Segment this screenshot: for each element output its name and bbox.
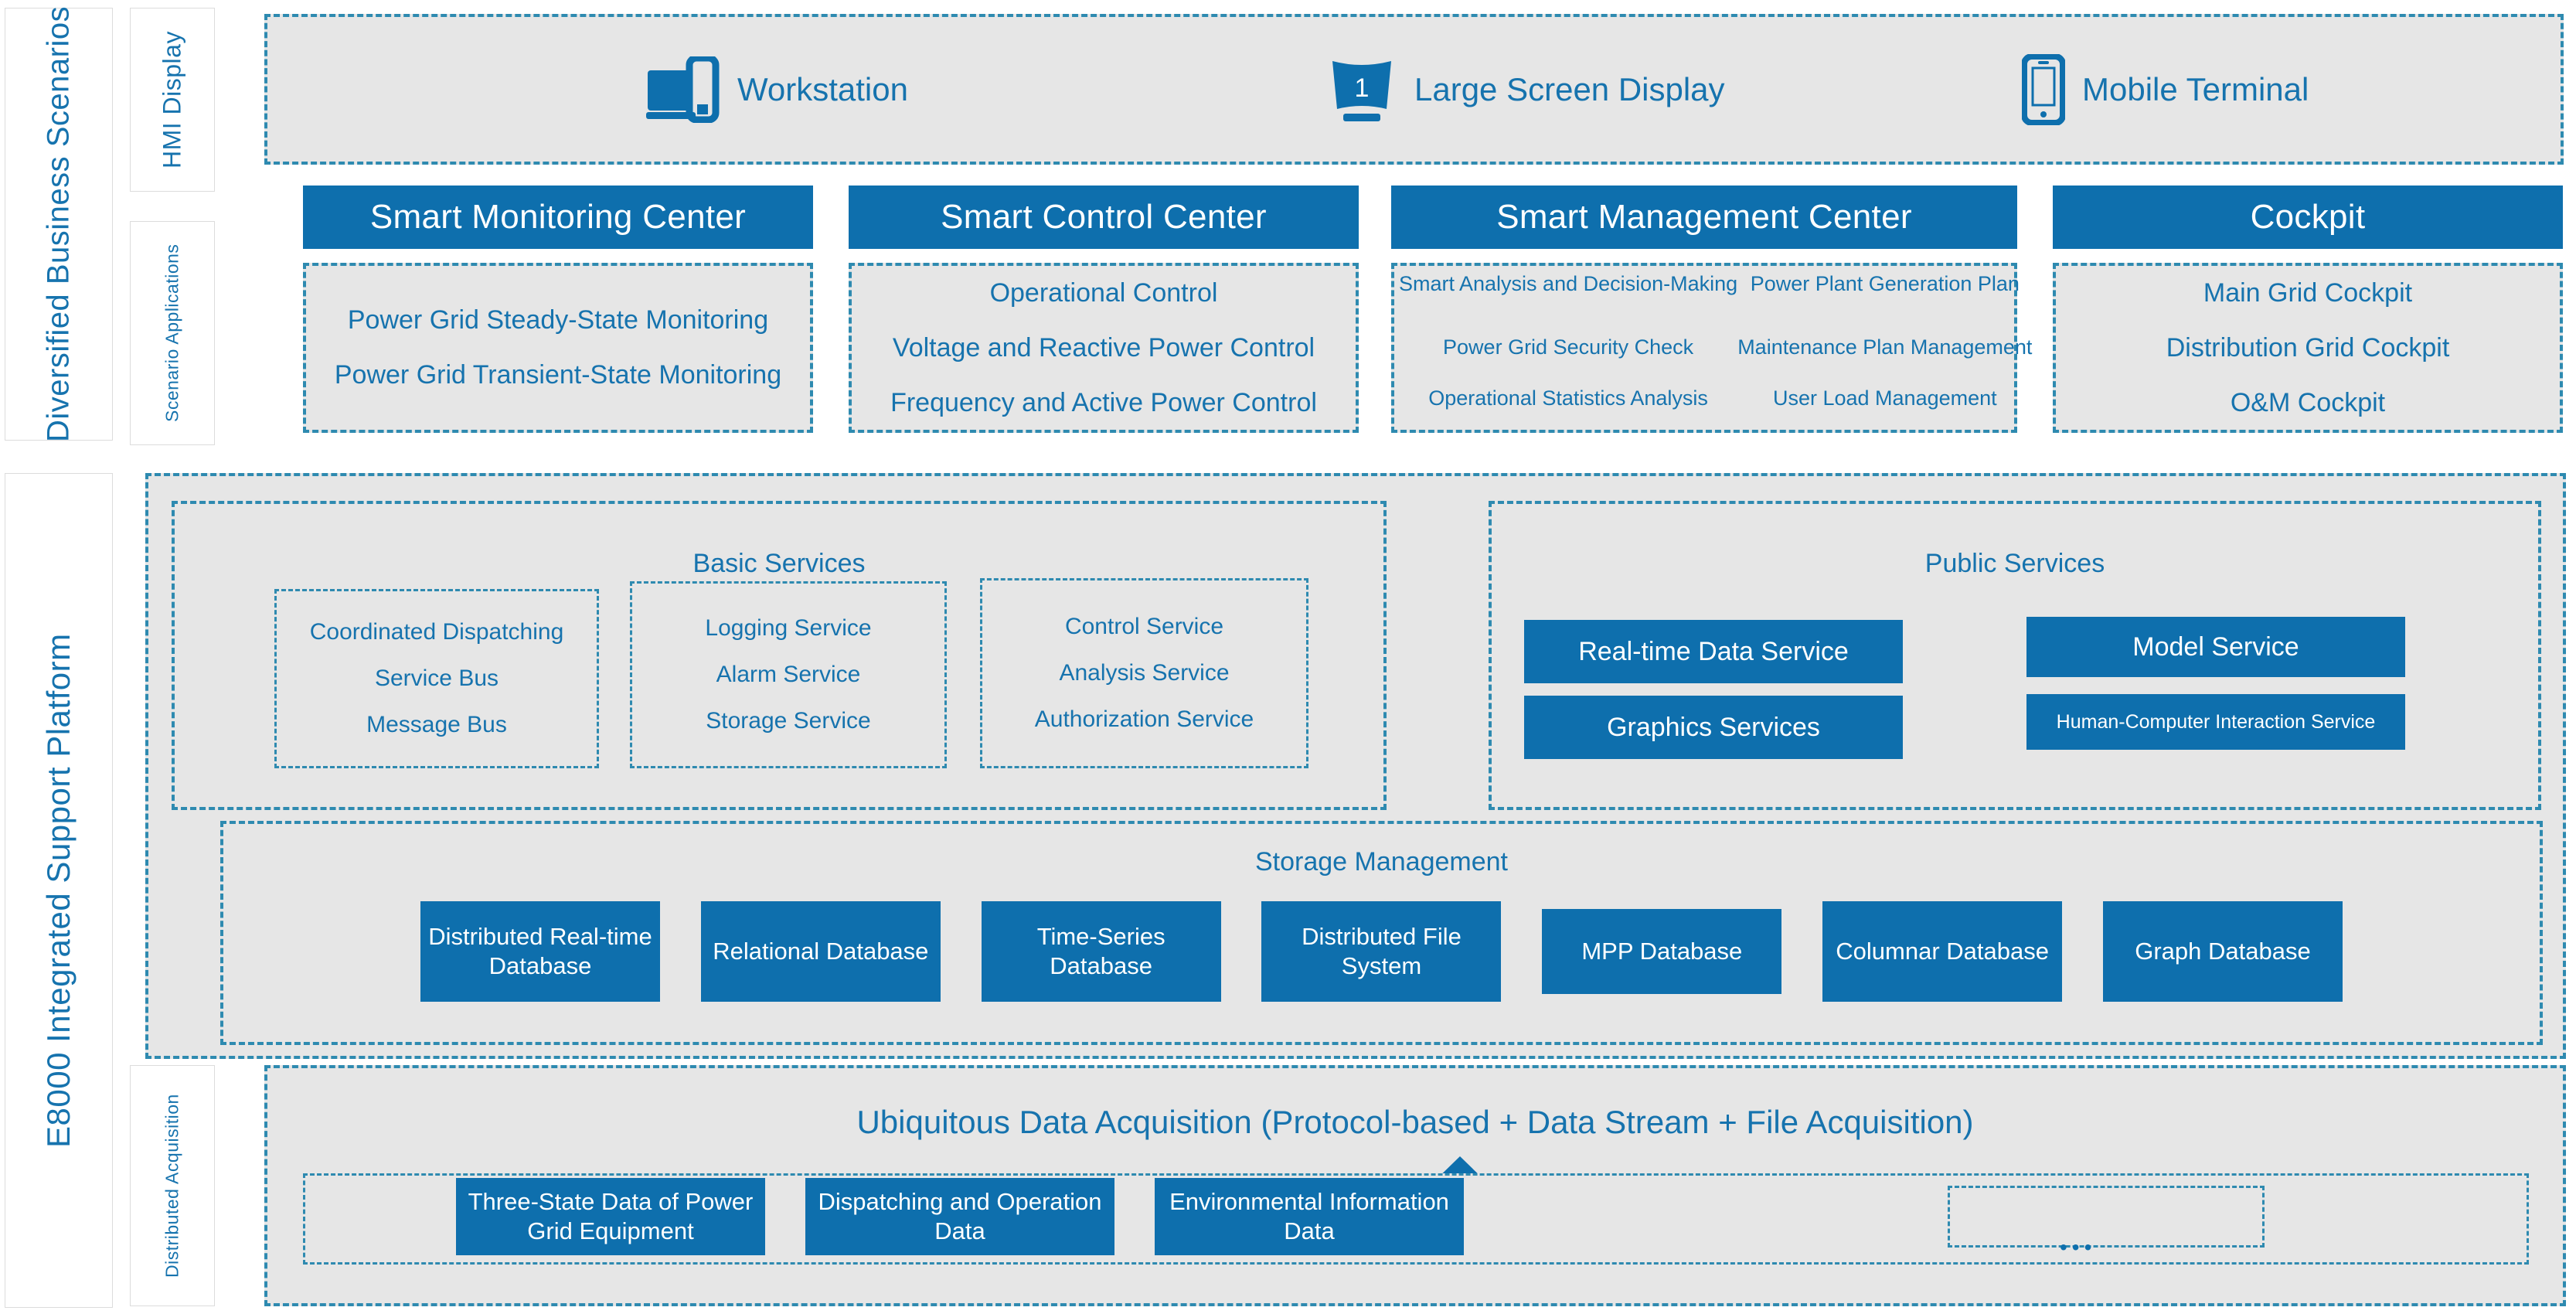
center-item[interactable]: Power Grid Security Check [1443, 335, 1694, 359]
center-item[interactable]: Smart Analysis and Decision-Making [1399, 272, 1738, 295]
rail-hmi-display: HMI Display [130, 8, 215, 192]
center-item[interactable]: Power Grid Steady-State Monitoring [347, 305, 769, 335]
center-title[interactable]: Smart Control Center [849, 186, 1359, 249]
database-chip[interactable]: Columnar Database [1822, 901, 2063, 1002]
storage-management-title: Storage Management [1255, 847, 1508, 877]
center-item[interactable]: Distribution Grid Cockpit [2166, 332, 2450, 363]
center-item[interactable]: O&M Cockpit [2230, 387, 2386, 417]
center-item[interactable]: Main Grid Cockpit [2203, 277, 2413, 308]
hmi-item-label: Workstation [737, 70, 908, 107]
mobile-phone-icon [2022, 53, 2065, 125]
database-chip[interactable]: Graph Database [2102, 901, 2343, 1002]
public-service-hci[interactable]: Human-Computer Interaction Service [2026, 694, 2405, 750]
svg-text:1: 1 [1355, 73, 1370, 103]
hmi-item-label: Mobile Terminal [2082, 70, 2309, 107]
rail-scenario-applications: Scenario Applications [130, 221, 215, 445]
basic-services-title: Basic Services [692, 549, 866, 578]
center-items: Smart Analysis and Decision-Making Power… [1391, 263, 2032, 433]
acquisition-source-chip[interactable]: Three-State Data of Power Grid Equipment [456, 1178, 765, 1255]
center-items: Power Grid Steady-State Monitoring Power… [303, 263, 813, 433]
rail-label: Distributed Acquisition [162, 1094, 182, 1278]
center-item[interactable]: Voltage and Reactive Power Control [892, 332, 1315, 363]
center-item[interactable]: Operational Statistics Analysis [1428, 386, 1708, 410]
database-row: Distributed Real-time Database Relationa… [420, 901, 2343, 1002]
service-item[interactable]: Logging Service [705, 615, 872, 641]
public-service-real-time-data[interactable]: Real-time Data Service [1524, 620, 1903, 683]
center-smart-control: Smart Control Center Operational Control… [849, 186, 1359, 433]
center-item[interactable]: Frequency and Active Power Control [890, 387, 1317, 417]
acquisition-source-chip[interactable]: Dispatching and Operation Data [805, 1178, 1114, 1255]
database-chip[interactable]: Relational Database [700, 901, 941, 1002]
basic-services-group-3: Control Service Analysis Service Authori… [980, 578, 1308, 768]
rail-label: E8000 Integrated Support Platform [40, 633, 77, 1148]
basic-services-group-1: Coordinated Dispatching Service Bus Mess… [274, 589, 599, 768]
service-item[interactable]: Analysis Service [1059, 660, 1230, 686]
center-items: Main Grid Cockpit Distribution Grid Cock… [2053, 263, 2563, 433]
database-chip[interactable]: MPP Database [1542, 909, 1782, 994]
acquisition-placeholder-box [1948, 1186, 2265, 1248]
center-item[interactable]: Power Plant Generation Plan [1750, 272, 2020, 295]
hmi-display-strip: Workstation 1 Large Screen Display [264, 14, 2564, 165]
center-item[interactable]: Power Grid Transient-State Monitoring [334, 360, 782, 390]
center-item[interactable]: Operational Control [989, 277, 1218, 308]
hmi-item-label: Large Screen Display [1414, 70, 1725, 107]
public-service-model[interactable]: Model Service [2026, 617, 2405, 677]
rail-label: HMI Display [158, 31, 186, 169]
center-items: Operational Control Voltage and Reactive… [849, 263, 1359, 433]
center-smart-management: Smart Management Center Smart Analysis a… [1391, 186, 2032, 433]
center-title[interactable]: Smart Monitoring Center [303, 186, 813, 249]
hmi-item-large-screen-display[interactable]: 1 Large Screen Display [1326, 56, 1725, 123]
workstation-icon [646, 56, 720, 123]
service-item[interactable]: Storage Service [706, 708, 871, 734]
center-smart-monitoring: Smart Monitoring Center Power Grid Stead… [303, 186, 813, 433]
center-item[interactable]: User Load Management [1772, 386, 1997, 410]
public-service-graphics[interactable]: Graphics Services [1524, 696, 1903, 759]
acquisition-source-chip[interactable]: Environmental Information Data [1155, 1178, 1464, 1255]
acquisition-sources-row: Three-State Data of Power Grid Equipment… [456, 1178, 1464, 1255]
service-item[interactable]: Message Bus [366, 712, 507, 737]
public-services-title: Public Services [1924, 549, 2105, 578]
service-item[interactable]: Alarm Service [716, 662, 861, 687]
center-title[interactable]: Cockpit [2053, 186, 2563, 249]
center-item[interactable]: Maintenance Plan Management [1737, 335, 2033, 359]
center-cockpit: Cockpit Main Grid Cockpit Distribution G… [2053, 186, 2563, 433]
rail-distributed-acquisition: Distributed Acquisition [130, 1065, 215, 1306]
basic-services-group-2: Logging Service Alarm Service Storage Se… [630, 581, 947, 768]
acquisition-title: Ubiquitous Data Acquisition (Protocol-ba… [856, 1104, 1974, 1140]
rail-label: Diversified Business Scenarios [41, 5, 76, 443]
large-screen-icon: 1 [1326, 56, 1397, 123]
hmi-item-mobile-terminal[interactable]: Mobile Terminal [2022, 53, 2309, 125]
database-chip[interactable]: Distributed File System [1261, 901, 1502, 1002]
hmi-item-workstation[interactable]: Workstation [646, 56, 908, 123]
service-item[interactable]: Authorization Service [1034, 706, 1254, 732]
acquisition-ellipsis: ••• [2060, 1235, 2097, 1259]
center-title[interactable]: Smart Management Center [1391, 186, 2017, 249]
rail-label: Scenario Applications [162, 243, 182, 423]
service-item[interactable]: Service Bus [374, 666, 499, 691]
service-item[interactable]: Control Service [1064, 614, 1224, 639]
database-chip[interactable]: Time-Series Database [981, 901, 1221, 1002]
storage-management-panel: Storage Management Distributed Real-time… [220, 821, 2543, 1045]
database-chip[interactable]: Distributed Real-time Database [420, 901, 660, 1002]
rail-diversified-business-scenarios: Diversified Business Scenarios [5, 5, 113, 443]
service-item[interactable]: Coordinated Dispatching [309, 619, 564, 645]
rail-e8000-integrated-support-platform: E8000 Integrated Support Platform [5, 473, 113, 1308]
